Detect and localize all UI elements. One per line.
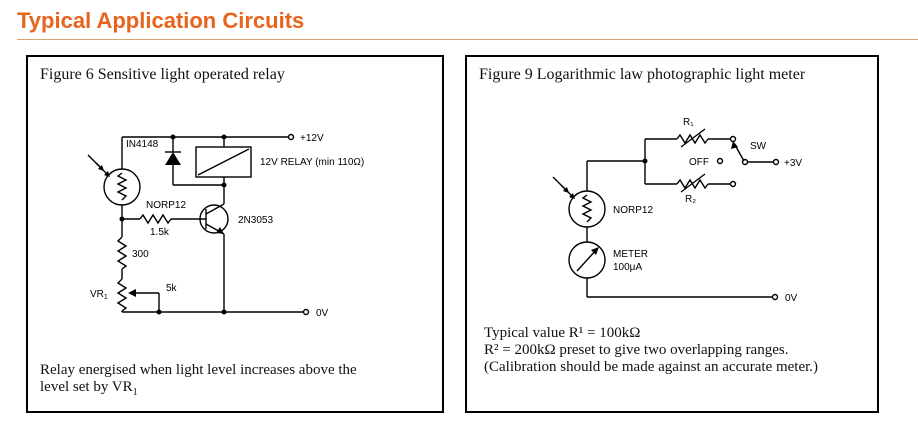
r1-label: R₁ [683, 117, 694, 128]
supply-terminal [287, 133, 295, 141]
ldr-label: NORP12 [146, 200, 186, 211]
r2-label: R₂ [685, 194, 696, 205]
switch-blade [734, 144, 745, 162]
figure-9-panel: Figure 9 Logarithmic law photographic li… [465, 55, 879, 413]
figure-6-title: Figure 6 Sensitive light operated relay [40, 66, 285, 83]
heading-rule [17, 39, 918, 40]
transistor-label: 2N3053 [238, 215, 273, 226]
meter-symbol [568, 241, 606, 279]
supply-label: +12V [300, 133, 324, 144]
ldr-photoresistor [552, 176, 606, 228]
figure-9-title: Figure 9 Logarithmic law photographic li… [479, 66, 806, 83]
base-resistor [139, 213, 172, 225]
meter-label: METER [613, 249, 648, 260]
wiper-arrow [128, 289, 136, 297]
vr1-value-label: 5k [166, 283, 178, 294]
relay-label: 12V RELAY (min 110Ω) [260, 157, 364, 168]
supply-terminal [772, 158, 780, 166]
ldr-photoresistor [87, 151, 141, 219]
figure-9-circuit: R₁ R₂ OFF SW +3V NORP12 [552, 117, 802, 304]
switch-arrow [731, 141, 738, 149]
relay-coil [195, 137, 252, 185]
supply-label: +3V [784, 158, 802, 169]
r2-preset-arrow [680, 173, 706, 193]
ground-terminal [771, 293, 779, 301]
figure-6-caption: Relay energised when light level increas… [40, 362, 357, 401]
base-resistor-label: 1.5k [150, 227, 170, 238]
r1-preset-arrow [680, 128, 706, 148]
meter-range-label: 100μA [613, 262, 642, 273]
figure-9-caption-line-1: Typical value R¹ = 100kΩ [484, 325, 641, 341]
resistor-300-label: 300 [132, 249, 149, 260]
figure-6-caption-line-2: level set by VR1 [40, 379, 138, 398]
ground-terminal [302, 308, 310, 316]
vr1-potentiometer [116, 278, 128, 312]
diode-symbol [165, 137, 181, 185]
figure-9-caption-line-3: (Calibration should be made against an a… [484, 359, 819, 375]
switch-label: SW [750, 141, 767, 152]
diode-label: IN4148 [126, 139, 159, 150]
figure-6-caption-line-1: Relay energised when light level increas… [40, 362, 357, 378]
figure-6-panel: Figure 6 Sensitive light operated relay … [26, 55, 444, 413]
switch-contact-off [716, 157, 724, 165]
switch-common [741, 158, 749, 166]
resistor-300 [116, 236, 128, 270]
figure-9-caption-line-2: R² = 200kΩ preset to give two overlappin… [484, 342, 789, 358]
figure-9-caption: Typical value R¹ = 100kΩ R² = 200kΩ pres… [484, 325, 818, 376]
switch-contact-r2 [729, 180, 737, 188]
switch-contact-r1 [729, 135, 737, 143]
junction-dot [156, 309, 162, 315]
page-heading: Typical Application Circuits [17, 8, 305, 33]
ground-label: 0V [316, 308, 329, 319]
ground-label: 0V [785, 293, 798, 304]
vr1-label: VR1 [90, 289, 108, 301]
off-label: OFF [689, 157, 709, 168]
figure-6-circuit: +12V IN4148 12V RELAY (min 110Ω) 2 [87, 133, 364, 319]
ldr-label: NORP12 [613, 205, 653, 216]
